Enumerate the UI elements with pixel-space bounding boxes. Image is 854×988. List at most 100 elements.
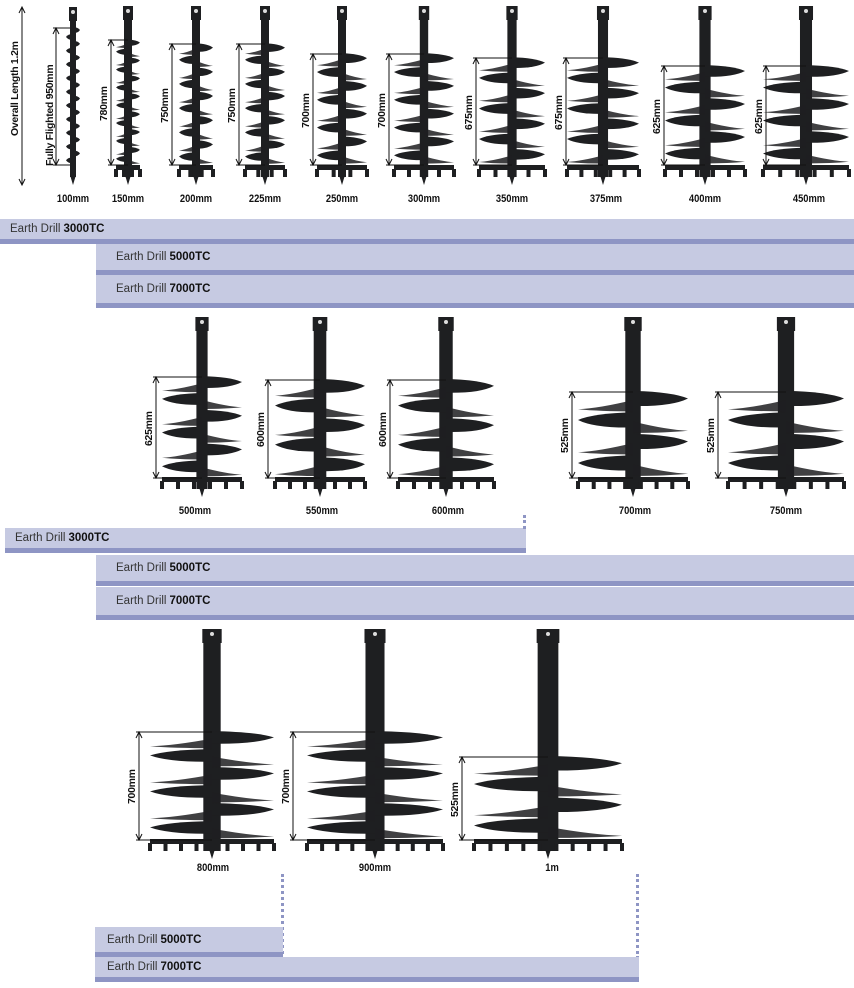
auger-flight [116,155,128,162]
auger-tooth [148,843,152,851]
size-label: 250mm [325,193,359,205]
dimension-arrow [386,378,446,480]
size-label: 225mm [248,193,282,205]
auger-flight [265,91,285,101]
bar-model: 5000TC [160,933,202,946]
auger-tooth [775,481,780,489]
auger-flight [665,147,705,160]
auger-flight [245,55,265,65]
auger-pilot-tip [421,175,427,185]
auger-tooth [812,169,817,177]
auger-flight [162,460,202,473]
auger-flight [265,67,285,77]
auger-flight [128,39,140,46]
dimension-arrow [309,52,342,167]
auger-flight [66,116,73,123]
auger-tooth [654,481,659,489]
auger-tooth [395,843,400,851]
auger-tooth [138,169,142,177]
auger-flight [116,66,128,73]
auger-tooth [208,481,212,489]
auger-tooth [272,843,276,851]
auger-tooth [554,843,559,851]
auger-flight [116,137,128,145]
bar-prefix: Earth Drill [10,223,61,235]
auger-cutting-head [763,165,849,170]
auger-flight [66,143,73,150]
auger-tooth [576,481,580,489]
size-label: 700mm [618,505,652,517]
auger-tooth [315,169,319,177]
size-label: 750mm [769,505,803,517]
auger-flight [150,821,212,834]
auger-flight [265,43,285,52]
auger-flight [73,122,80,129]
auger-cutting-head [245,165,285,170]
auger-tooth [160,481,164,489]
auger-flight [474,776,548,792]
auger-tooth [318,481,322,489]
auger-pilot-tip [209,849,215,859]
auger-tooth [537,843,542,851]
auger-tooth [437,169,441,177]
auger-flight [479,133,512,145]
auger-flight [73,40,80,47]
auger-tooth [225,843,230,851]
auger-cutting-head [567,165,639,170]
auger-flight [73,68,80,75]
auger-flight [265,115,285,125]
auger-pilot-tip [630,487,636,497]
dimension-label: 525mm [449,781,461,817]
divider-line [281,874,284,954]
auger-pilot-tip [372,849,378,859]
auger-pilot-tip [317,487,323,497]
size-label: 500mm [178,505,212,517]
auger-tooth [472,843,476,851]
dimension-arrow [385,52,424,167]
auger-tooth [392,169,396,177]
auger-flight [394,67,424,77]
auger-flight [446,418,494,432]
auger-flight [73,136,80,143]
auger-flight [342,108,367,119]
auger-tooth [428,481,432,489]
auger-tooth [521,843,526,851]
auger-tooth [543,169,547,177]
dimension-arrow [472,56,512,167]
bar-model: 7000TC [169,283,211,295]
auger-tooth [396,481,400,489]
auger-tooth [407,169,411,177]
auger-flight [196,43,213,52]
divider-line [636,874,639,959]
auger-flight [317,122,342,133]
dimension-arrow [168,42,196,167]
auger-tooth [492,481,496,489]
auger-pilot-tip [803,175,809,185]
auger-tooth [711,169,715,177]
auger-flight [375,767,443,780]
auger-flight [265,140,285,149]
auger-flight [73,81,80,88]
auger-flight [342,81,367,91]
auger-tooth [211,169,215,177]
overall-length-label: Overall Length 1.2m [9,41,21,136]
auger-pilot-tip [509,175,515,185]
auger-flight [763,147,806,160]
auger-tooth [493,169,498,177]
bar-model: 5000TC [169,251,211,263]
auger-tooth [188,169,193,177]
auger-flight [162,426,202,439]
auger-flight [116,102,128,109]
auger-flight [806,98,849,110]
auger-flight [512,57,545,68]
fully-flighted-label: Fully Flighted 950mm [44,64,56,166]
auger-tooth [825,481,830,489]
auger-cutting-head [474,839,622,844]
